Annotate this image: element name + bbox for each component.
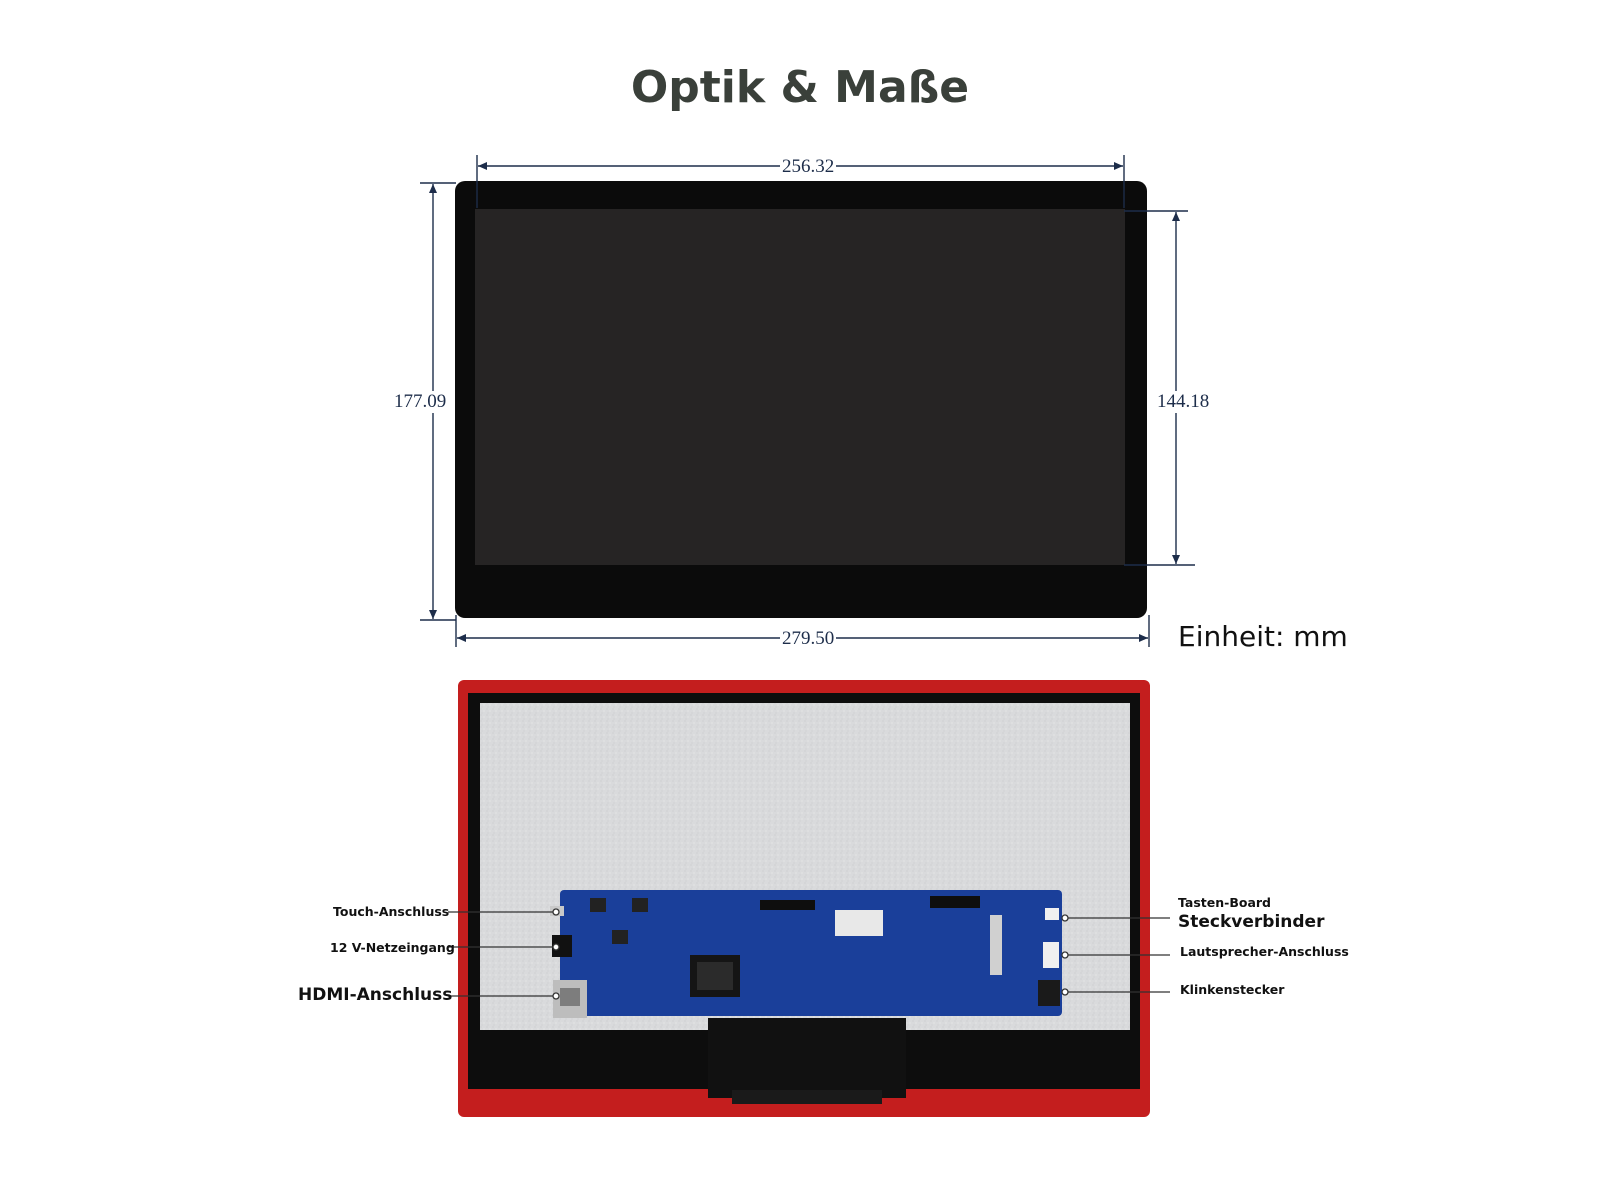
callout-button-board-line1: Tasten-Board bbox=[1178, 895, 1271, 910]
callout-touch-port: Touch-Anschluss bbox=[333, 904, 450, 919]
callout-button-board: Tasten-Board Steckverbinder bbox=[1178, 895, 1324, 932]
callout-speaker-port: Lautsprecher-Anschluss bbox=[1180, 944, 1349, 959]
callout-power-input: 12 V-Netzeingang bbox=[330, 940, 455, 955]
monitor-front-view bbox=[455, 181, 1147, 618]
callout-button-board-line2: Steckverbinder bbox=[1178, 912, 1325, 932]
unit-label: Einheit: mm bbox=[1178, 620, 1348, 653]
callout-leaders bbox=[448, 908, 1170, 1000]
dimension-left-height: 177.09 bbox=[392, 391, 449, 413]
dimension-top-width: 256.32 bbox=[780, 156, 837, 178]
dimension-bottom-width: 279.50 bbox=[780, 628, 837, 650]
callout-audio-jack: Klinkenstecker bbox=[1180, 982, 1285, 997]
monitor-back-view bbox=[458, 680, 1150, 1117]
driver-board bbox=[550, 890, 1062, 1018]
callout-hdmi-port: HDMI-Anschluss bbox=[298, 985, 453, 1005]
screen bbox=[475, 209, 1125, 565]
dimension-right-height: 144.18 bbox=[1155, 391, 1212, 413]
page-title: Optik & Maße bbox=[630, 62, 970, 113]
